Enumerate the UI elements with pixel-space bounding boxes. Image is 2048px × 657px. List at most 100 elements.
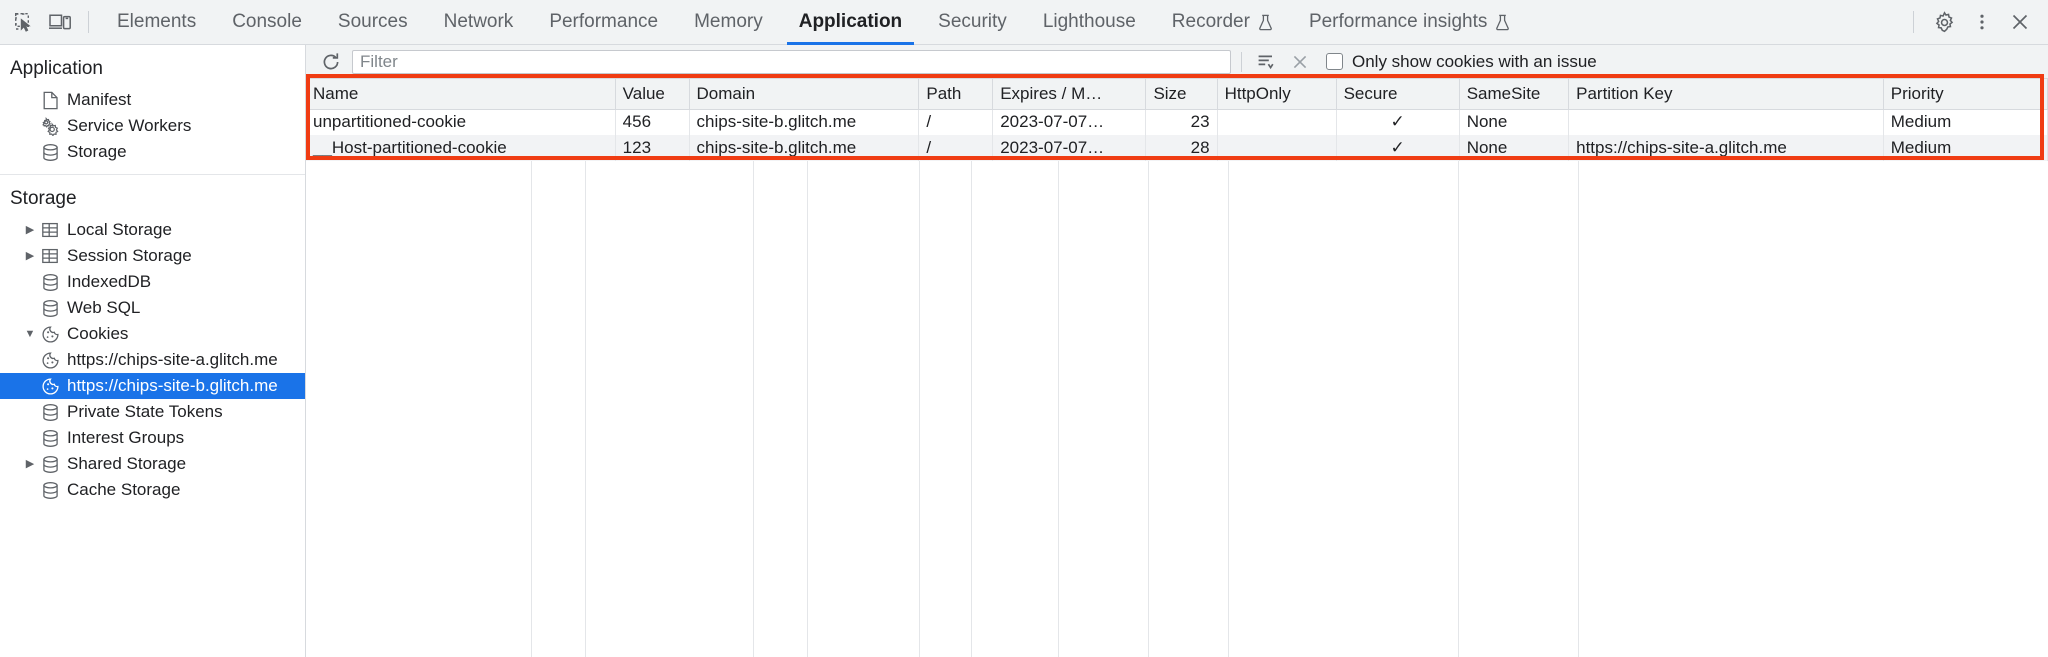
cell-domain: chips-site-b.glitch.me bbox=[689, 135, 920, 161]
tab-label: Recorder bbox=[1171, 11, 1250, 32]
only-issues-checkbox[interactable] bbox=[1326, 53, 1343, 70]
tab-console[interactable]: Console bbox=[214, 0, 320, 45]
clear-filtered-icon[interactable] bbox=[1252, 49, 1280, 75]
tab-label: Memory bbox=[694, 11, 763, 32]
column-header-size[interactable]: Size bbox=[1145, 79, 1218, 110]
tab-label: Application bbox=[798, 11, 903, 32]
device-toolbar-icon[interactable] bbox=[42, 6, 78, 38]
cookie-icon bbox=[38, 325, 62, 344]
toolbar-divider bbox=[88, 11, 89, 33]
tab-label: Security bbox=[938, 11, 1007, 32]
sidebar-item-label: Cache Storage bbox=[67, 480, 181, 499]
empty-grid-columns bbox=[306, 161, 2048, 657]
database-icon bbox=[38, 429, 62, 448]
column-header-domain[interactable]: Domain bbox=[689, 79, 920, 110]
database-icon bbox=[38, 299, 62, 318]
cookies-panel: Only show cookies with an issue bbox=[306, 45, 2048, 657]
experiment-flask-icon bbox=[1495, 14, 1510, 31]
tab-label: Performance insights bbox=[1308, 11, 1488, 32]
only-issues-label: Only show cookies with an issue bbox=[1352, 51, 1597, 71]
sidebar-item-shared-storage[interactable]: ▶ Shared Storage bbox=[0, 451, 305, 477]
sidebar-item-interest-groups[interactable]: Interest Groups bbox=[0, 425, 305, 451]
database-icon bbox=[38, 481, 62, 500]
sidebar-item-cache-storage[interactable]: Cache Storage bbox=[0, 477, 305, 503]
gear-icon[interactable] bbox=[1926, 6, 1962, 38]
table-icon bbox=[38, 221, 62, 239]
cell-size: 28 bbox=[1145, 135, 1218, 161]
chevron-down-icon[interactable]: ▼ bbox=[24, 327, 36, 340]
panel-tab-strip: Elements Console Sources Network Perform… bbox=[99, 0, 1528, 45]
cell-expires: 2023-07-07… bbox=[992, 135, 1147, 161]
database-icon bbox=[38, 455, 62, 474]
more-vertical-icon[interactable] bbox=[1964, 6, 2000, 38]
sidebar-item-web-sql[interactable]: Web SQL bbox=[0, 295, 305, 321]
tab-performance[interactable]: Performance bbox=[531, 0, 676, 45]
table-row[interactable]: __Host-partitioned-cookie 123 chips-site… bbox=[306, 135, 2048, 161]
inspect-element-icon[interactable] bbox=[6, 6, 42, 38]
sidebar-item-local-storage[interactable]: ▶ Local Storage bbox=[0, 217, 305, 243]
sidebar-item-label: Manifest bbox=[67, 90, 132, 109]
chevron-right-icon[interactable]: ▶ bbox=[25, 223, 35, 236]
tab-application[interactable]: Application bbox=[781, 0, 920, 45]
database-icon bbox=[38, 143, 62, 162]
tab-label: Performance bbox=[549, 11, 659, 32]
cookie-icon bbox=[38, 377, 62, 396]
tab-elements[interactable]: Elements bbox=[99, 0, 214, 45]
tab-security[interactable]: Security bbox=[920, 0, 1025, 45]
table-icon bbox=[38, 247, 62, 265]
tab-label: Lighthouse bbox=[1042, 11, 1136, 32]
column-header-httponly[interactable]: HttpOnly bbox=[1217, 79, 1337, 110]
sidebar-item-cookies[interactable]: ▼ Cookies bbox=[0, 321, 305, 347]
sidebar-item-private-state-tokens[interactable]: Private State Tokens bbox=[0, 399, 305, 425]
cell-partition-key: https://chips-site-a.glitch.me bbox=[1568, 135, 1884, 161]
sidebar-item-cookies-site-b[interactable]: https://chips-site-b.glitch.me bbox=[0, 373, 305, 399]
column-header-path[interactable]: Path bbox=[918, 79, 994, 110]
column-header-name[interactable]: Name bbox=[306, 79, 616, 110]
column-header-expires[interactable]: Expires / M… bbox=[992, 79, 1147, 110]
column-header-secure[interactable]: Secure bbox=[1336, 79, 1460, 110]
chevron-right-icon[interactable]: ▶ bbox=[25, 457, 35, 470]
database-icon bbox=[38, 403, 62, 422]
sidebar-section-storage: Storage ▶ Local Storage ▶ bbox=[0, 174, 305, 512]
sidebar-item-session-storage[interactable]: ▶ Session Storage bbox=[0, 243, 305, 269]
tab-memory[interactable]: Memory bbox=[676, 0, 781, 45]
tab-lighthouse[interactable]: Lighthouse bbox=[1025, 0, 1154, 45]
column-header-partition-key[interactable]: Partition Key bbox=[1568, 79, 1884, 110]
column-header-priority[interactable]: Priority bbox=[1883, 79, 2048, 110]
cell-path: / bbox=[918, 135, 994, 161]
search-input[interactable] bbox=[352, 49, 1231, 74]
column-header-samesite[interactable]: SameSite bbox=[1459, 79, 1570, 110]
cell-name: unpartitioned-cookie bbox=[306, 109, 616, 135]
sidebar-item-cookies-site-a[interactable]: https://chips-site-a.glitch.me bbox=[0, 347, 305, 373]
application-sidebar: Application Manifest bbox=[0, 45, 306, 657]
sidebar-item-manifest[interactable]: Manifest bbox=[0, 87, 305, 113]
chevron-right-icon[interactable]: ▶ bbox=[25, 249, 35, 262]
sidebar-item-label: Private State Tokens bbox=[67, 402, 223, 421]
column-header-value[interactable]: Value bbox=[615, 79, 690, 110]
cell-httponly bbox=[1217, 135, 1337, 161]
sidebar-item-label: Session Storage bbox=[67, 246, 192, 265]
table-row[interactable]: unpartitioned-cookie 456 chips-site-b.gl… bbox=[306, 109, 2048, 135]
sidebar-item-service-workers[interactable]: Service Workers bbox=[0, 113, 305, 139]
toolbar-divider-right bbox=[1913, 11, 1914, 33]
sidebar-item-storage[interactable]: Storage bbox=[0, 139, 305, 165]
cookies-table: Name Value Domain Path Expires / M… Size… bbox=[306, 79, 2048, 161]
sidebar-item-indexeddb[interactable]: IndexedDB bbox=[0, 269, 305, 295]
tab-sources[interactable]: Sources bbox=[320, 0, 426, 45]
sidebar-item-label: Cookies bbox=[67, 324, 129, 343]
sidebar-item-label: Storage bbox=[67, 142, 127, 161]
sidebar-item-label: https://chips-site-a.glitch.me bbox=[67, 350, 278, 369]
refresh-icon[interactable] bbox=[316, 49, 346, 75]
close-icon[interactable] bbox=[2002, 6, 2038, 38]
tab-recorder[interactable]: Recorder bbox=[1154, 0, 1291, 45]
tab-performance-insights[interactable]: Performance insights bbox=[1291, 0, 1528, 45]
table-header-row: Name Value Domain Path Expires / M… Size… bbox=[306, 79, 2048, 110]
cell-samesite: None bbox=[1459, 109, 1570, 135]
tab-network[interactable]: Network bbox=[426, 0, 532, 45]
cell-secure: ✓ bbox=[1336, 135, 1460, 161]
clear-all-x-icon[interactable] bbox=[1286, 49, 1314, 75]
cell-domain: chips-site-b.glitch.me bbox=[689, 109, 920, 135]
sidebar-item-label: Interest Groups bbox=[67, 428, 185, 447]
only-issues-filter[interactable]: Only show cookies with an issue bbox=[1326, 52, 1597, 72]
sidebar-item-label: Web SQL bbox=[67, 298, 141, 317]
